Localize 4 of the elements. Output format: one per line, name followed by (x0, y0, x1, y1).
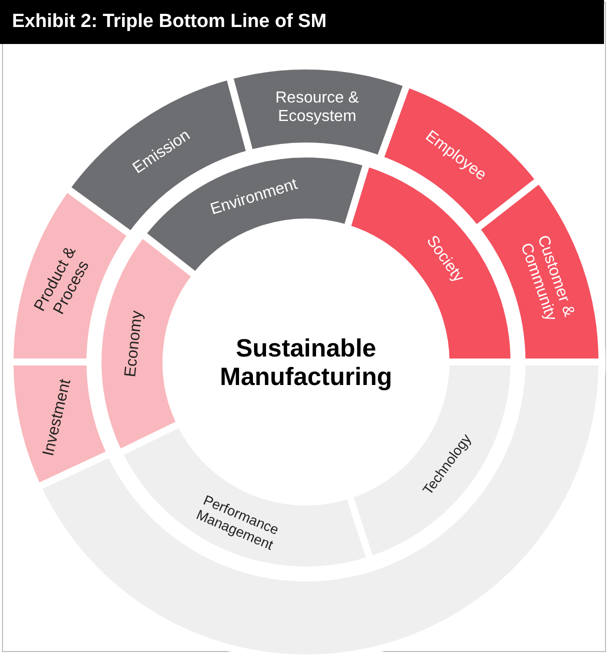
center-label: Sustainable Manufacturing (220, 334, 392, 392)
segment-label: Economy (122, 310, 146, 378)
segment-label: Resource & Ecosystem (275, 90, 359, 126)
title: Exhibit 2: Triple Bottom Line of SM (0, 0, 604, 44)
